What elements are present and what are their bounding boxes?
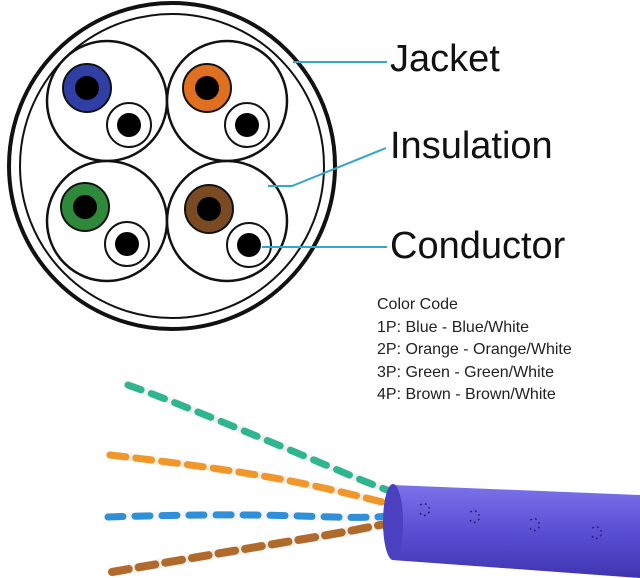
pair-1-blue	[45, 39, 169, 163]
leader-lines	[262, 61, 387, 248]
pair-4-brown	[165, 159, 289, 283]
pair-1-conductor-blue	[75, 76, 99, 100]
pair-2-conductor-white	[235, 113, 259, 137]
color-code-title: Color Code	[377, 296, 458, 313]
outer-jacket	[7, 1, 337, 331]
brown-white-twisted-pair	[107, 517, 405, 577]
color-code-pair-4: 4P: Brown - Brown/White	[377, 386, 556, 403]
insulation-label: Insulation	[390, 125, 553, 167]
jacket-label: Jacket	[390, 38, 500, 80]
orange-white-twisted-pair	[106, 451, 402, 509]
pair-2-orange	[165, 39, 289, 163]
pair-3-conductor-green	[73, 195, 97, 219]
color-code-legend: Color Code 1P: Blue - Blue/White 2P: Ora…	[377, 294, 572, 407]
purple-cable-jacket	[383, 485, 640, 578]
pair-4-conductor-white	[237, 233, 261, 257]
pair-2-conductor-orange	[195, 76, 219, 100]
blue-white-twisted-pair	[104, 510, 404, 522]
pair-3-green	[45, 159, 169, 283]
color-code-pair-1: 1P: Blue - Blue/White	[377, 318, 530, 336]
cable-cross-section	[7, 1, 337, 331]
insulation-leader-line	[268, 147, 387, 187]
inner-jacket	[19, 13, 325, 319]
pair-3-conductor-white	[115, 232, 139, 256]
cable-illustration	[104, 381, 640, 578]
pair-1-conductor-white	[117, 113, 141, 137]
conductor-label: Conductor	[390, 225, 566, 267]
green-white-twisted-pair	[124, 381, 399, 497]
color-code-pair-3: 3P: Green - Green/White	[377, 363, 554, 381]
pair-4-conductor-brown	[197, 197, 221, 221]
jacket-cut-end	[383, 484, 403, 560]
color-code-pair-2: 2P: Orange - Orange/White	[377, 341, 572, 358]
